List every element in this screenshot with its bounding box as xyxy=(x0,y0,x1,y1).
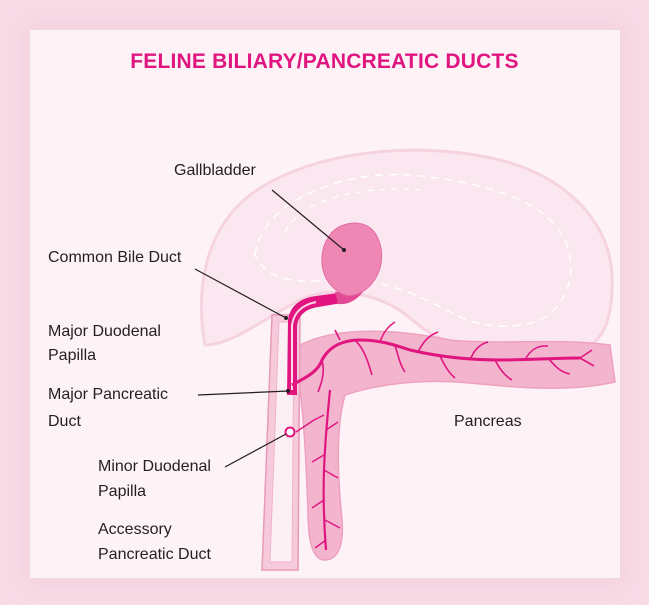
label-common-bile-duct: Common Bile Duct xyxy=(48,246,181,270)
label-pancreas: Pancreas xyxy=(454,410,522,434)
label-major-duodenal-papilla-line1: Major Duodenal xyxy=(48,320,161,344)
label-minor-duodenal-papilla-line2: Papilla xyxy=(98,480,146,504)
label-minor-duodenal-papilla-line1: Minor Duodenal xyxy=(98,455,211,479)
minor-duodenal-papilla-marker xyxy=(286,428,295,437)
label-accessory-pancreatic-duct-line2: Pancreatic Duct xyxy=(98,543,211,567)
label-accessory-pancreatic-duct-line1: Accessory xyxy=(98,518,172,542)
label-major-pancreatic-duct-line1: Major Pancreatic xyxy=(48,383,168,407)
label-major-pancreatic-duct-line2: Duct xyxy=(48,410,81,434)
pancreas-body xyxy=(300,331,615,560)
label-gallbladder: Gallbladder xyxy=(174,159,256,183)
label-major-duodenal-papilla-line2: Papilla xyxy=(48,344,96,368)
liver-shape xyxy=(201,150,612,356)
